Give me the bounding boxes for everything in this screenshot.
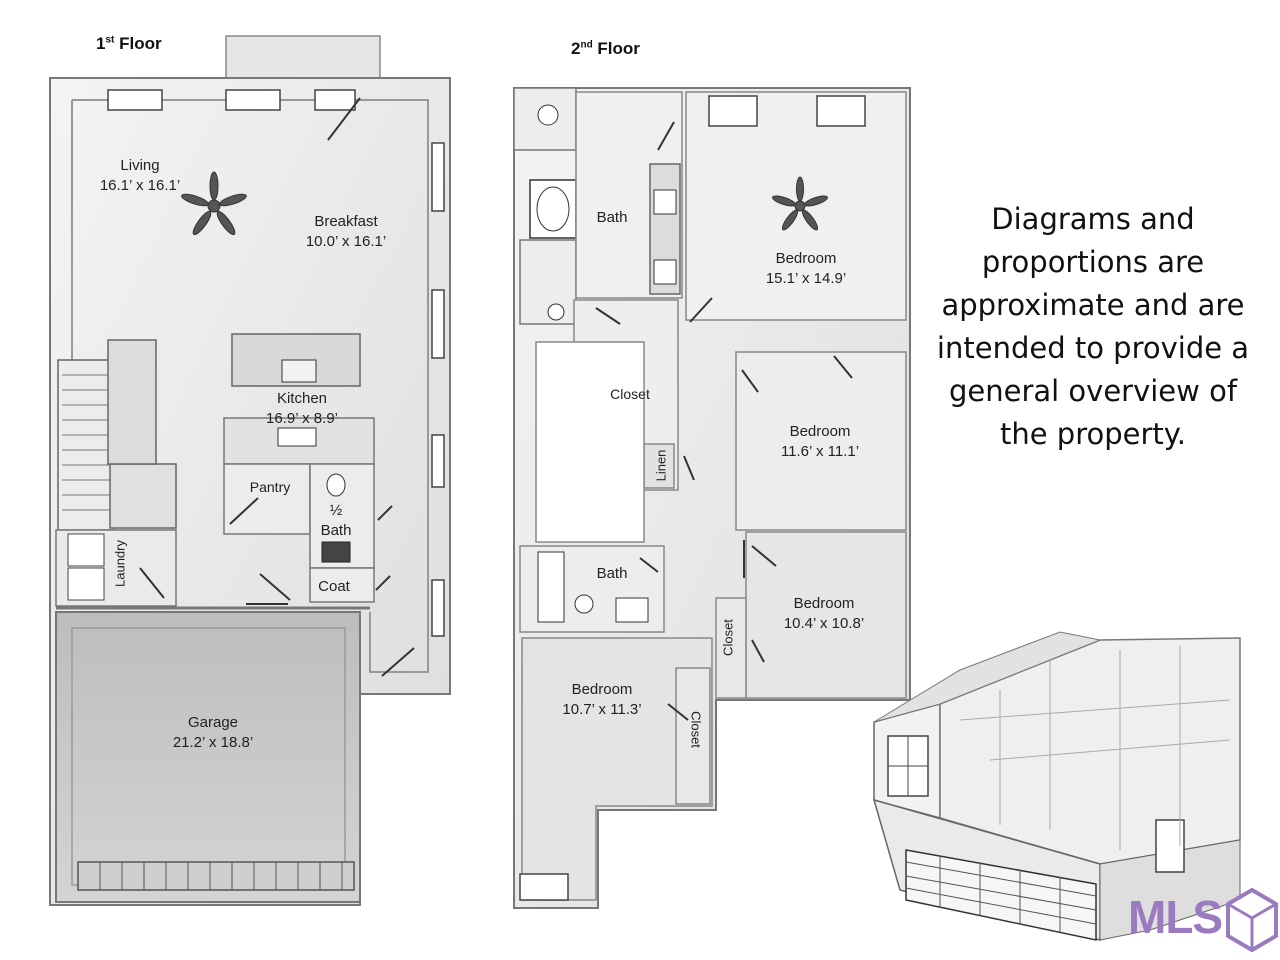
room-half-bath-name2: Bath [320, 522, 352, 539]
room-kitchen: Kitchen 16.9’ x 8.9’ [256, 389, 348, 429]
mls-box-icon [1226, 887, 1278, 953]
room-garage: Garage 21.2’ x 18.8’ [160, 713, 266, 753]
room-bedroom-3: Bedroom 10.4’ x 10.8’ [772, 594, 876, 634]
room-pantry: Pantry [240, 477, 300, 497]
room-bedroom-3-dims: 10.4’ x 10.8’ [783, 615, 865, 632]
room-bedroom-4: Bedroom 10.7’ x 11.3’ [550, 680, 654, 720]
room-closet-4: Closet [689, 702, 704, 758]
room-bath-top: Bath [588, 208, 636, 228]
room-coat-name: Coat [318, 578, 350, 595]
room-bedroom-master: Bedroom 15.1’ x 14.9’ [754, 249, 858, 289]
room-kitchen-dims: 16.9’ x 8.9’ [266, 410, 338, 427]
floor2-title-sup: nd [580, 39, 593, 51]
floor2-title: 2nd Floor [571, 39, 640, 59]
floor1-title: 1st Floor [96, 34, 162, 54]
floor2-title-text: Floor [592, 39, 640, 58]
room-closet-master-name: Closet [610, 386, 650, 402]
room-breakfast-name: Breakfast [314, 213, 378, 230]
floor1-title-number: 1 [96, 34, 106, 53]
room-bedroom-2: Bedroom 11.6’ x 11.1’ [768, 422, 872, 462]
room-bedroom-master-name: Bedroom [775, 250, 837, 267]
room-bedroom-4-name: Bedroom [571, 681, 633, 698]
floor1-title-sup: st [105, 34, 115, 46]
room-coat: Coat [312, 577, 356, 597]
room-living: Living 16.1’ x 16.1’ [92, 156, 188, 196]
room-closet-3: Closet [721, 610, 736, 666]
room-bedroom-2-dims: 11.6’ x 11.1’ [780, 443, 860, 460]
room-breakfast-dims: 10.0’ x 16.1’ [305, 233, 387, 250]
room-living-name: Living [120, 157, 160, 174]
3d-house-rendering [872, 631, 1241, 941]
room-garage-name: Garage [187, 714, 239, 731]
room-breakfast: Breakfast 10.0’ x 16.1’ [296, 212, 396, 252]
disclaimer-text: Diagrams and proportions are approximate… [936, 202, 1250, 451]
floor2-title-number: 2 [571, 39, 581, 58]
room-bedroom-3-name: Bedroom [793, 595, 855, 612]
room-linen: Linen [654, 441, 669, 491]
room-living-dims: 16.1’ x 16.1’ [99, 177, 181, 194]
room-bedroom-2-name: Bedroom [789, 423, 851, 440]
room-laundry: Laundry [113, 536, 128, 592]
floor1-title-text: Floor [114, 34, 162, 53]
room-closet-3-name: Closet [720, 619, 736, 656]
room-pantry-name: Pantry [249, 479, 291, 495]
room-kitchen-name: Kitchen [276, 390, 328, 407]
room-bath-lower-name: Bath [596, 565, 628, 582]
room-half-bath-name: ½ [329, 502, 343, 519]
floor1-plan [49, 35, 451, 906]
room-linen-name: Linen [653, 449, 669, 482]
room-bath-lower: Bath [588, 564, 636, 584]
room-bedroom-master-dims: 15.1’ x 14.9’ [765, 270, 847, 287]
room-half-bath: ½ Bath [316, 501, 356, 541]
mls-logo: MLS [1128, 891, 1223, 943]
room-closet-master: Closet [600, 384, 660, 404]
room-closet-4-name: Closet [688, 711, 704, 748]
floor2-plan [513, 87, 911, 909]
room-bedroom-4-dims: 10.7’ x 11.3’ [562, 701, 642, 718]
room-bath-top-name: Bath [596, 209, 628, 226]
room-garage-dims: 21.2’ x 18.8’ [172, 734, 254, 751]
room-laundry-name: Laundry [112, 540, 128, 587]
